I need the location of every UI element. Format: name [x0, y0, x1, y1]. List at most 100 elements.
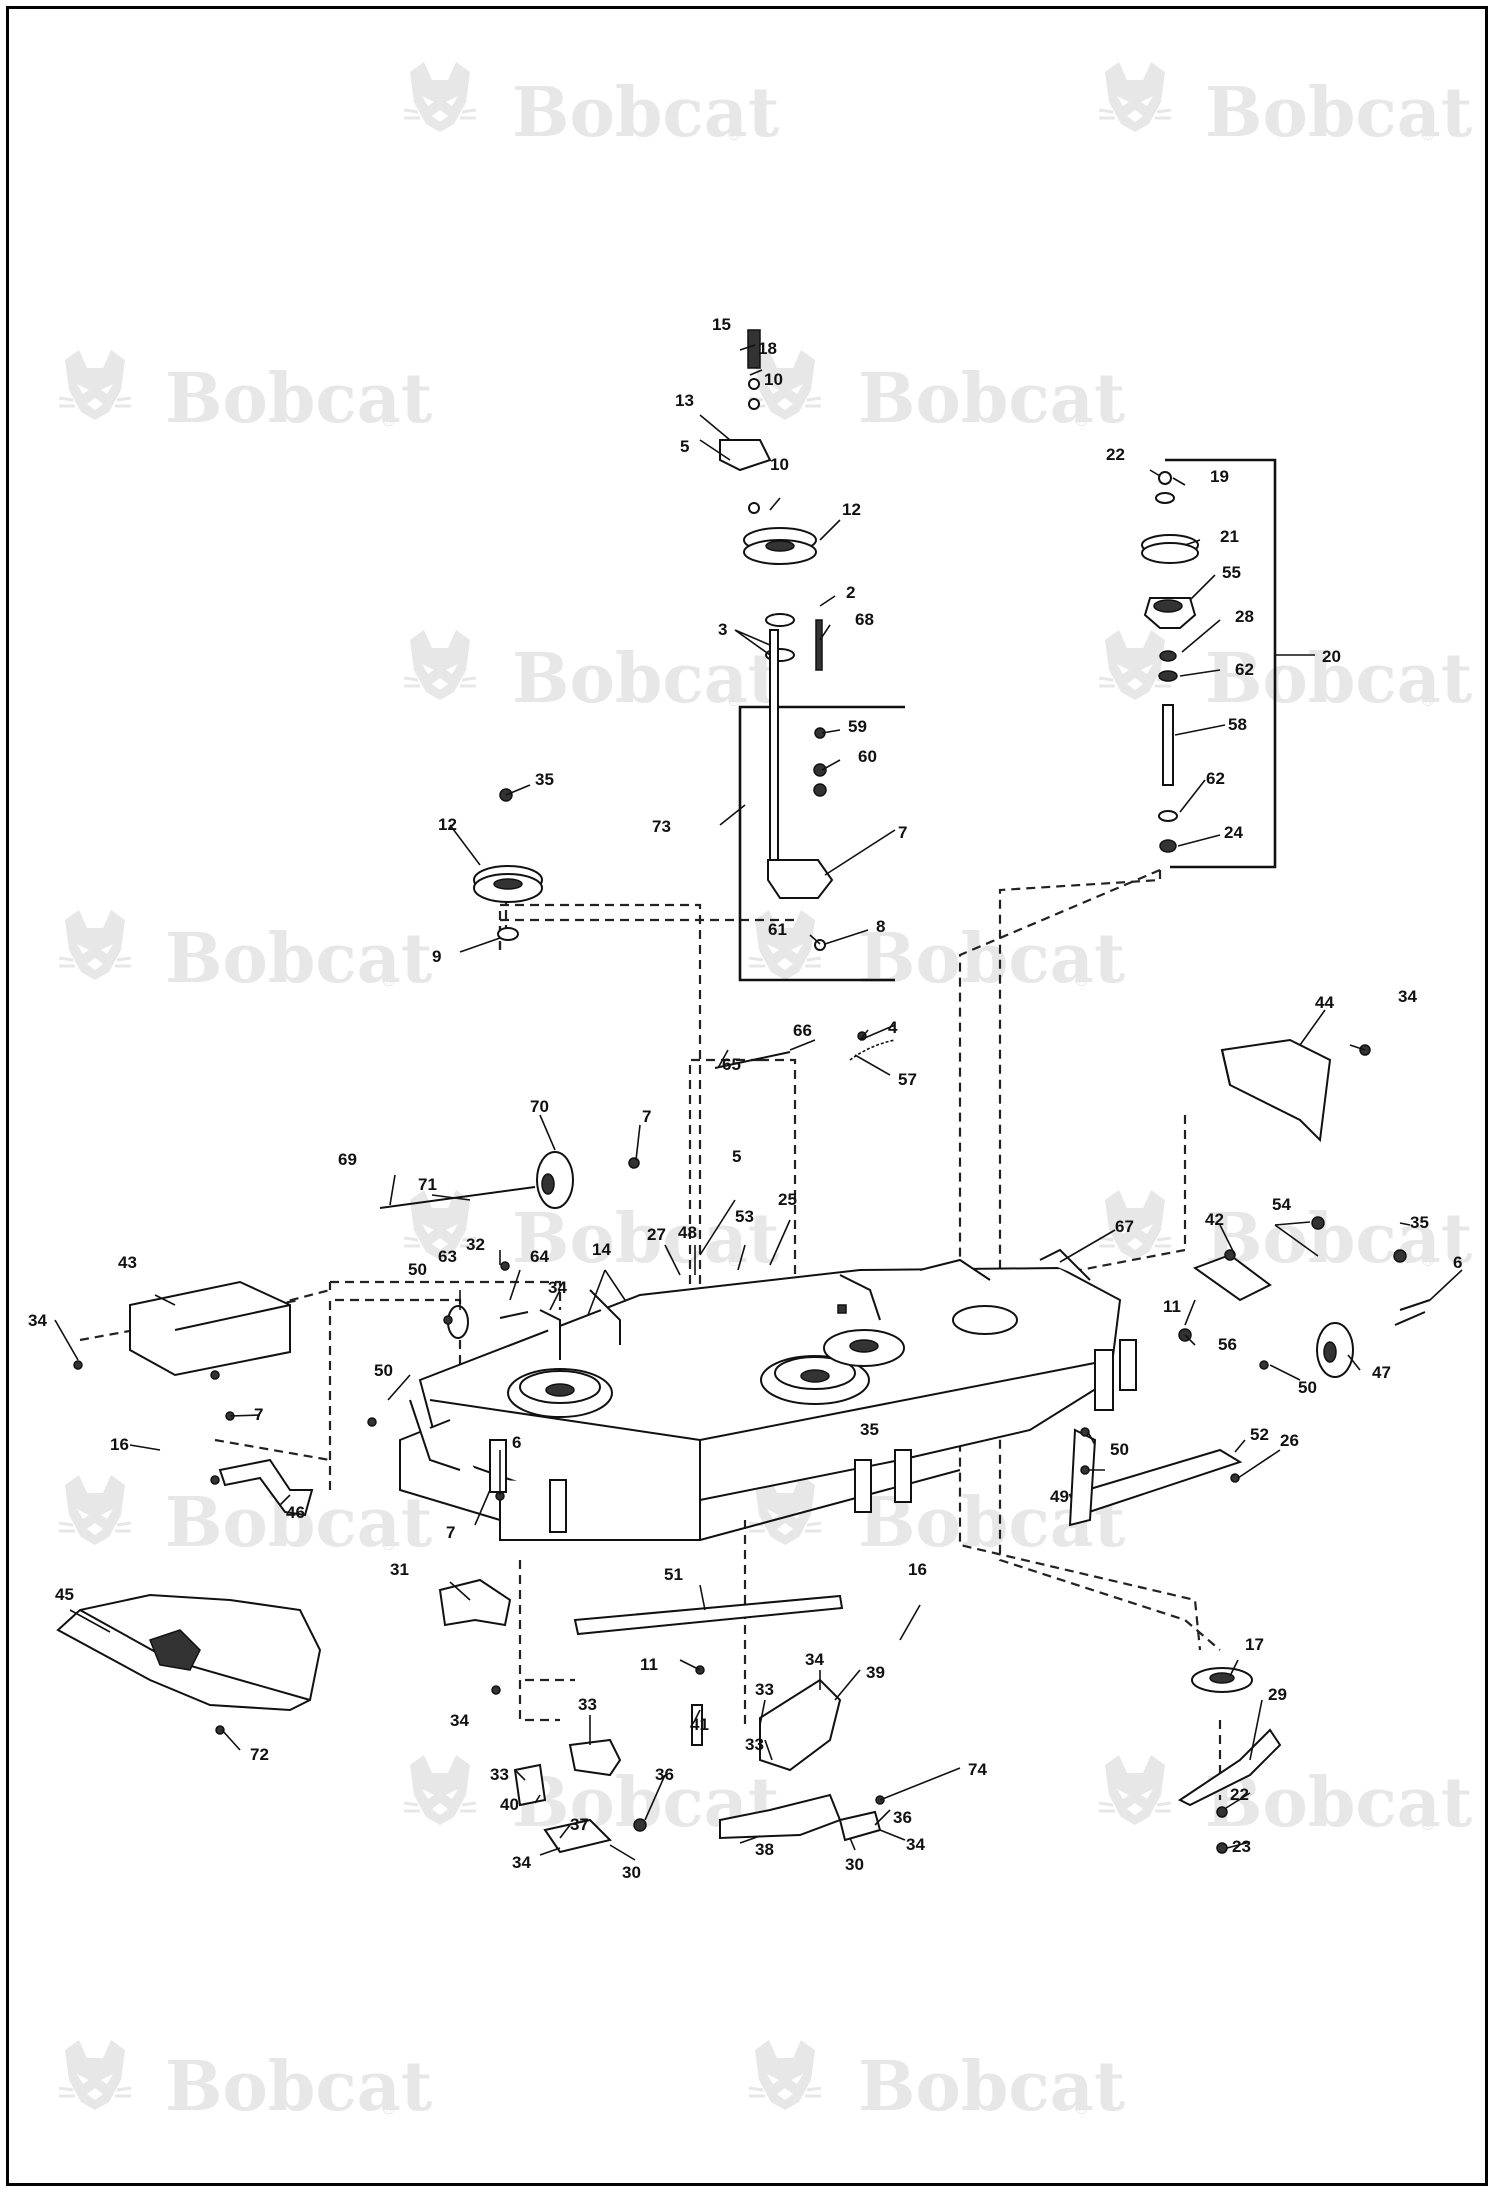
callout-44: 44 — [1315, 993, 1334, 1012]
callout-73: 73 — [652, 817, 671, 836]
watermark-brand: Bobcat — [165, 359, 433, 439]
callout-50: 50 — [408, 1260, 427, 1279]
watermark-brand: Bobcat — [1205, 1763, 1473, 1843]
callout-54: 54 — [1272, 1195, 1291, 1214]
callout-53: 53 — [735, 1207, 754, 1226]
watermark-brand: Bobcat — [165, 919, 433, 999]
callout-34: 34 — [512, 1853, 531, 1872]
callout-68: 68 — [855, 610, 874, 629]
callout-61: 61 — [768, 920, 787, 939]
callout-51: 51 — [664, 1565, 683, 1584]
callout-15: 15 — [712, 315, 731, 334]
pulley-left — [473, 788, 543, 941]
callout-45: 45 — [55, 1585, 74, 1604]
callout-62: 62 — [1206, 769, 1225, 788]
watermark-brand: Bobcat — [858, 2047, 1126, 2127]
callout-35: 35 — [535, 770, 554, 789]
callout-11: 11 — [640, 1655, 658, 1674]
watermark-reg: ® — [382, 2098, 395, 2118]
baffle-bar — [1068, 1427, 1243, 1527]
left-components — [210, 1261, 529, 1517]
watermark-brand: Bobcat — [512, 639, 780, 719]
watermark-reg: ® — [1075, 1530, 1088, 1550]
callout-6: 6 — [512, 1433, 521, 1452]
callout-14: 14 — [592, 1240, 611, 1259]
callout-7: 7 — [898, 823, 907, 842]
callout-16: 16 — [110, 1435, 129, 1454]
callout-56: 56 — [1218, 1335, 1237, 1354]
watermark: Bobcat ® — [1097, 628, 1473, 719]
callout-50: 50 — [1298, 1378, 1317, 1397]
callout-66: 66 — [793, 1021, 812, 1040]
callout-62: 62 — [1235, 660, 1254, 679]
callout-28: 28 — [1235, 607, 1254, 626]
watermark-reg: ® — [728, 1250, 741, 1270]
watermark: Bobcat ® — [1097, 60, 1473, 153]
callout-7: 7 — [254, 1405, 263, 1424]
callout-65: 65 — [722, 1055, 741, 1074]
callout-43: 43 — [118, 1253, 137, 1272]
belt-cover-right — [1220, 1038, 1371, 1143]
bobcat-logo-icon — [402, 60, 478, 134]
watermark-reg: ® — [1421, 1814, 1434, 1834]
kit-box-20 — [1165, 458, 1315, 869]
blade-assembly — [1178, 1667, 1282, 1854]
callout-42: 42 — [1205, 1210, 1224, 1229]
bobcat-logo-icon — [57, 1473, 133, 1547]
callout-39: 39 — [866, 1663, 885, 1682]
lower-left-brackets — [513, 1738, 647, 1854]
callout-71: 71 — [418, 1175, 437, 1194]
watermark-reg: ® — [728, 124, 741, 144]
callout-38: 38 — [755, 1840, 774, 1859]
watermark: Bobcat ® — [747, 348, 1126, 439]
callout-3: 3 — [718, 620, 727, 639]
callout-63: 63 — [438, 1247, 457, 1266]
anti-scalp-wheel-right — [1259, 1311, 1426, 1378]
watermark: Bobcat ® — [57, 2038, 433, 2127]
watermark-brand: Bobcat — [165, 2047, 433, 2127]
watermark-reg: ® — [728, 690, 741, 710]
callout-34: 34 — [450, 1711, 469, 1730]
callout-5: 5 — [732, 1147, 741, 1166]
callout-12: 12 — [842, 500, 861, 519]
watermark-reg: ® — [1421, 690, 1434, 710]
bobcat-logo-icon — [402, 628, 478, 702]
watermark-layer: Bobcat ® Bobcat ® Bobcat ® Bobcat ® Bobc… — [57, 60, 1473, 2127]
callout-47: 47 — [1372, 1363, 1391, 1382]
mower-deck-body — [399, 1248, 1137, 1541]
callout-34: 34 — [548, 1278, 567, 1297]
callout-23: 23 — [1232, 1837, 1251, 1856]
callout-40: 40 — [500, 1795, 519, 1814]
callout-34: 34 — [28, 1311, 47, 1330]
callout-49: 49 — [1050, 1487, 1069, 1506]
callout-4: 4 — [888, 1018, 898, 1037]
watermark-reg: ® — [382, 410, 395, 430]
watermark: Bobcat ® — [1097, 1753, 1473, 1843]
callout-27: 27 — [647, 1225, 666, 1244]
callout-13: 13 — [675, 391, 694, 410]
callout-34: 34 — [805, 1650, 824, 1669]
callout-18: 18 — [758, 339, 777, 358]
callout-29: 29 — [1268, 1685, 1287, 1704]
callout-19: 19 — [1210, 467, 1229, 486]
callout-57: 57 — [898, 1070, 917, 1089]
callout-41: 41 — [690, 1715, 709, 1734]
watermark-reg: ® — [1421, 1250, 1434, 1270]
watermark: Bobcat ® — [402, 60, 780, 153]
watermark-brand: Bobcat — [512, 73, 780, 153]
callout-64: 64 — [530, 1247, 549, 1266]
watermark: Bobcat ® — [402, 628, 780, 719]
callout-67: 67 — [1115, 1217, 1134, 1236]
callout-labels: 15 18 10 13 5 10 12 2 3 68 59 60 73 7 61… — [28, 315, 1462, 1882]
callout-59: 59 — [848, 717, 867, 736]
baffle-51 — [573, 1594, 844, 1636]
anti-scalp-wheel — [379, 1151, 640, 1209]
watermark-brand: Bobcat — [512, 1199, 780, 1279]
bobcat-logo-icon — [1097, 60, 1173, 134]
callout-50: 50 — [1110, 1440, 1129, 1459]
watermark: Bobcat ® — [747, 2038, 1126, 2127]
callout-36: 36 — [893, 1808, 912, 1827]
watermark-reg: ® — [1421, 124, 1434, 144]
callout-74: 74 — [968, 1760, 987, 1779]
lower-baffles — [691, 1665, 885, 1842]
